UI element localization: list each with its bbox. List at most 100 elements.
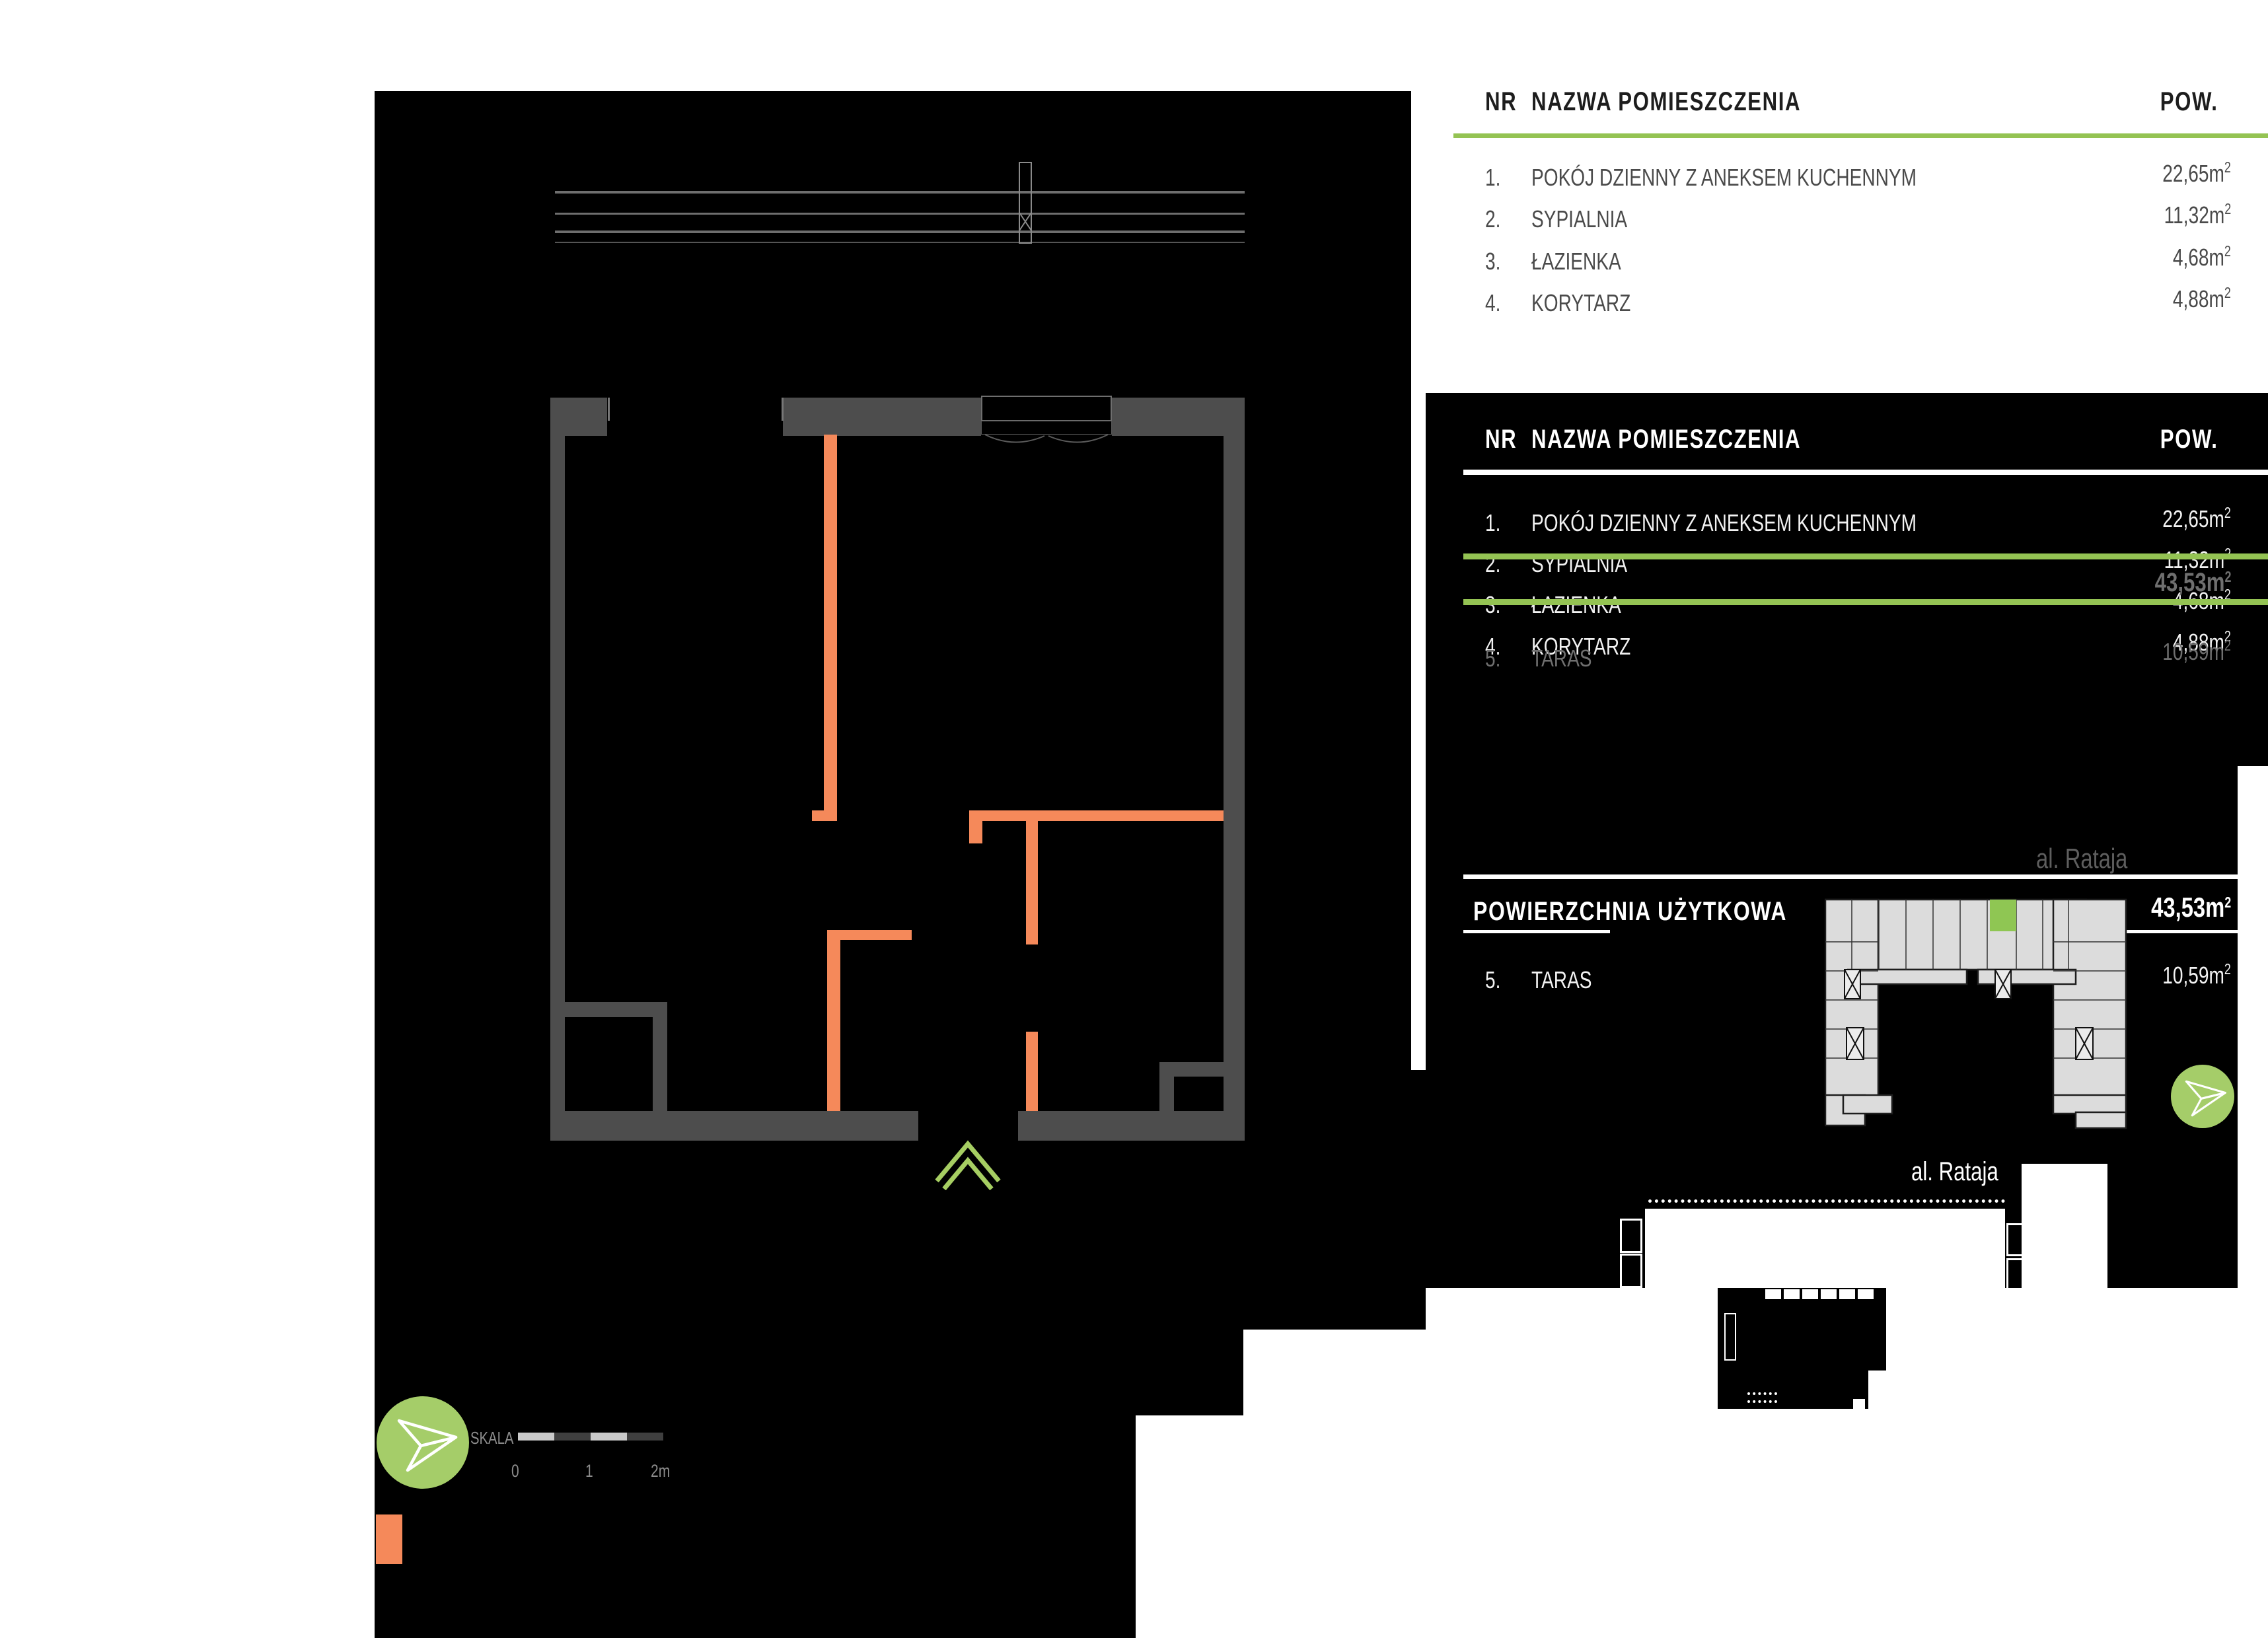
partition-corridor-horizontal [827,930,912,940]
table1-row-nr: 4. [1485,289,1501,316]
notch-left-side [653,1017,667,1111]
table1-row-nr: 2. [1485,205,1501,232]
mullion-marker [1019,162,1032,244]
sup-2: 2 [2224,242,2231,260]
partition-leg [969,821,982,843]
scale-segment [518,1433,554,1441]
partition-vertical-main [824,435,837,821]
plan-background-step1 [375,1330,1243,1415]
footprint-dotted-detail [1747,1392,1777,1403]
table2-col-name: NAZWA POMIESZCZENIA [1531,425,1802,454]
street-label-lower: al. Rataja [1911,1157,1998,1186]
wall-left [550,398,565,1141]
footprint-step [1853,1399,1865,1409]
table2-row-nr: 4. [1485,633,1501,660]
north-arrow-icon [2185,1080,2226,1117]
parking-slot [2006,1258,2028,1291]
scale-tick: 1 [585,1461,593,1481]
scale-tick: 2m [651,1461,671,1481]
summary-taras-area: 10,59m2 [2162,960,2231,989]
notch-right-side [1159,1077,1174,1111]
table2-row-area: 22,65m2 [2162,504,2231,532]
street-label-upper: al. Rataja [2036,843,2128,874]
footprint-window [1858,1289,1874,1299]
table2-row-name: KORYTARZ [1531,633,1631,660]
window-jamb [608,398,610,421]
table2-row-name: POKÓJ DZIENNY Z ANEKSEM KUCHENNYM [1531,509,1917,536]
table1-row-name: ŁAZIENKA [1531,248,1621,275]
partition-foot [812,810,824,821]
right-edge-column [2238,766,2268,1288]
summary-title: POWIERZCHNIA UŻYTKOWA [1473,897,1788,926]
footprint-window [1821,1289,1837,1299]
footprint-detail-rect [1724,1313,1736,1361]
parking-slot [1620,1219,1642,1253]
entrance-chevron-icon [935,1140,1001,1190]
building-footprint [1718,1288,1886,1409]
summary-bottom-line-left [1463,930,1610,933]
scale-segment [591,1433,627,1441]
sup-2: 2 [2224,568,2231,585]
legend-orange-swatch [376,1514,402,1564]
wall-top-middle [783,398,981,436]
table2-row-name: ŁAZIENKA [1531,591,1621,619]
plan-background [375,91,1411,1330]
parking-slot [2006,1296,2028,1329]
sup-2: 2 [2224,159,2231,176]
table1-col-nr: NR [1485,87,1518,116]
table1-row-area: 4,88m2 [2172,284,2231,312]
right-panel-background [1426,393,2268,1288]
sup-2: 2 [2224,627,2231,645]
table1-row-name: SYPIALNIA [1531,205,1628,232]
table2-row-nr: 3. [1485,591,1500,619]
parking-slot [2006,1223,2028,1256]
wall-top-right [1112,398,1245,436]
table1-header-underline [1453,133,2268,138]
table1-col-name: NAZWA POMIESZCZENIA [1531,87,1802,116]
balcony-door-leaf [981,421,1112,435]
site-road-band [2022,1164,2107,1409]
scale-bar [518,1433,663,1441]
wall-bottom-right [1018,1111,1245,1141]
partition-bath-upper [1026,821,1038,944]
table1-row-area: 11,32m2 [2164,200,2231,229]
wall-bottom-left [550,1111,918,1141]
terrace-line-thin [555,242,1245,243]
footprint-window [1839,1289,1855,1299]
compass-icon [2171,1065,2234,1128]
sup-2: 2 [2224,960,2231,978]
scale-label: SKALA [470,1428,514,1448]
footprint-window [1765,1289,1781,1299]
door-swing-arcs [984,434,1109,443]
summary-top-line [1463,874,2238,879]
notch-right-top [1159,1062,1224,1077]
panel-gap-strip [1411,393,1426,1070]
parking-slot [1620,1254,1642,1288]
window-jamb [782,398,784,421]
site-boundary-dotted [1648,1199,2005,1203]
sup-2: 2 [2224,504,2231,521]
footprint-window [1802,1289,1818,1299]
terrace-line [555,213,1245,215]
wall-top-left-block [550,398,607,436]
summary-total: 43,53m2 [2150,892,2231,923]
north-arrow-icon [397,1419,458,1472]
scale-tick: 0 [511,1461,519,1481]
partition-corridor-vertical [827,940,840,1111]
sup-2: 2 [2224,284,2231,301]
scale-segment [627,1433,663,1441]
sup-2: 2 [2224,894,2231,911]
terrace-line [555,191,1245,194]
scale-segment [554,1433,591,1441]
ghost-taras-name: TARAS [1531,645,1592,672]
wall-right [1224,398,1245,1141]
partition-horizontal-right [969,810,1224,821]
sup-2: 2 [2224,586,2231,603]
notch-left-top [565,1002,667,1017]
parking-slot [1620,1346,1642,1380]
table1-row-area: 22,65m2 [2162,159,2231,187]
partition-bath-lower [1026,1032,1038,1111]
table1-row-nr: 3. [1485,248,1501,275]
ghost-total-area: 43,53m2 [2154,568,2231,597]
